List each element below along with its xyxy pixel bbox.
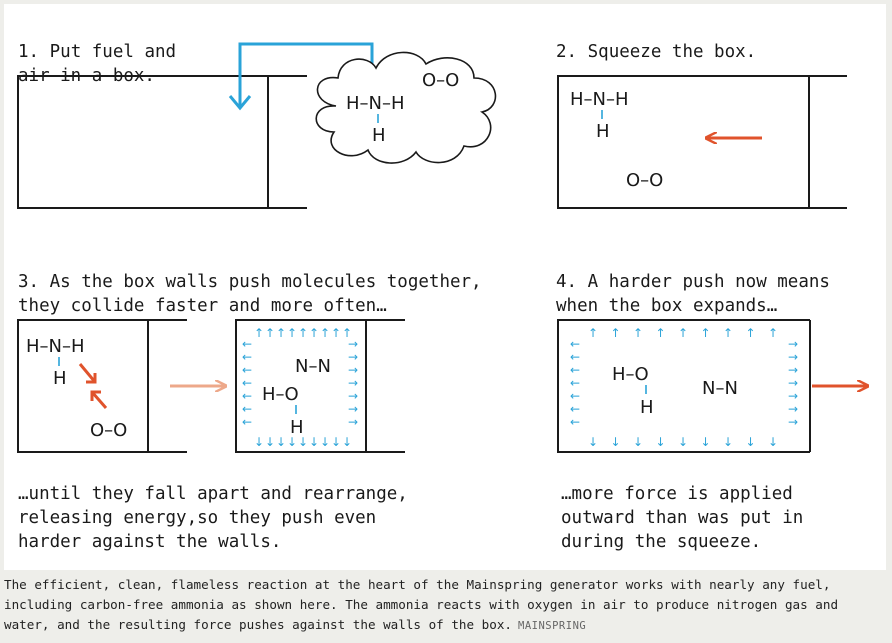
- step-2-number: 2.: [556, 42, 578, 62]
- svg-text:→: →: [348, 337, 358, 351]
- svg-text:←: ←: [570, 350, 580, 364]
- ammonia-top-label: H–N–H: [346, 93, 405, 114]
- ammonia-bottom-label: H: [53, 368, 67, 389]
- step-4-text: 4. A harder push now means when the box …: [556, 246, 830, 318]
- step-2-text: 2. Squeeze the box.: [556, 16, 756, 64]
- collision-arrow-icon: [78, 363, 97, 384]
- svg-text:←: ←: [570, 337, 580, 351]
- panel-1-box: [17, 75, 307, 209]
- force-arrows-top-icon: ↑↑↑↑↑↑↑↑↑: [254, 326, 352, 340]
- svg-text:←: ←: [242, 389, 252, 403]
- ammonia-top-label: H–N–H: [26, 336, 85, 357]
- nitrogen-molecule: N–N: [702, 378, 738, 399]
- svg-text:→: →: [788, 376, 798, 390]
- svg-text:→: →: [348, 350, 358, 364]
- oxygen-molecule: O–O: [422, 70, 459, 91]
- svg-text:→: →: [348, 376, 358, 390]
- svg-text:→: →: [348, 402, 358, 416]
- panel-2-box: [557, 75, 847, 209]
- panel-2: H–N–H H O–O: [557, 75, 847, 209]
- step-1-number: 1.: [18, 42, 40, 62]
- collision-arrow-icon: [90, 390, 108, 409]
- water-bottom-label: H: [640, 397, 654, 418]
- oxygen-molecule: O–O: [90, 420, 127, 441]
- panel-3: H–N–H H O–O ↑↑↑↑↑↑↑↑↑ ↓↓↓↓↓↓↓↓↓ ←← ←← ←←…: [17, 319, 405, 453]
- ammonia-top-label: H–N–H: [570, 89, 629, 110]
- force-arrows-bottom-icon: ↓↓↓↓↓↓↓↓↓: [588, 435, 778, 449]
- svg-text:←: ←: [242, 363, 252, 377]
- step-3-label: As the box walls push molecules together…: [18, 272, 482, 316]
- svg-text:←: ←: [242, 376, 252, 390]
- svg-text:→: →: [788, 415, 798, 429]
- svg-text:→: →: [788, 402, 798, 416]
- svg-text:→: →: [788, 363, 798, 377]
- svg-text:←: ←: [570, 402, 580, 416]
- svg-text:→: →: [348, 415, 358, 429]
- ammonia-bottom-label: H: [372, 125, 386, 146]
- svg-text:→: →: [788, 350, 798, 364]
- svg-text:→: →: [348, 363, 358, 377]
- fuel-feed-line: [238, 42, 374, 108]
- svg-text:←: ←: [242, 415, 252, 429]
- diagram-panel: 1. Put fuel and air in a box. 2. Squeeze…: [4, 4, 886, 570]
- water-top-label: H–O: [612, 364, 649, 385]
- water-molecule: H–O H: [612, 364, 654, 418]
- svg-text:←: ←: [570, 376, 580, 390]
- panel-3b-box: [235, 319, 405, 453]
- step-4-label: A harder push now means when the box exp…: [556, 272, 830, 316]
- svg-text:←: ←: [570, 363, 580, 377]
- force-arrows-right-icon: →→ →→ →→ →: [348, 337, 358, 429]
- ammonia-molecule: H–N–H H: [570, 89, 629, 142]
- fuel-feed-arrow-icon: [228, 95, 252, 111]
- step-3-text: 3. As the box walls push molecules toget…: [18, 246, 482, 318]
- water-molecule: H–O H: [262, 384, 304, 438]
- svg-text:←: ←: [242, 337, 252, 351]
- svg-text:←: ←: [570, 389, 580, 403]
- step-3-number: 3.: [18, 272, 40, 292]
- panel-3a-box: [17, 319, 187, 453]
- svg-text:→: →: [348, 389, 358, 403]
- reaction-diagram: H–N–H H O–O H–N–H H O–O H–N–H: [17, 42, 886, 453]
- step-4-result-text: …more force is applied outward than was …: [561, 484, 804, 552]
- water-bottom-label: H: [290, 417, 304, 438]
- step-2-label: Squeeze the box.: [587, 42, 757, 62]
- force-arrows-right-icon: →→ →→ →→ →: [788, 337, 798, 429]
- panel-1: H–N–H H O–O: [17, 42, 497, 209]
- panel-4: ↑↑↑↑↑↑↑↑↑ ↓↓↓↓↓↓↓↓↓ ←← ←← ←← ← →→ →→ →→ …: [557, 319, 868, 453]
- step-4-number: 4.: [556, 272, 578, 292]
- svg-text:←: ←: [570, 415, 580, 429]
- figure-caption: The efficient, clean, flameless reaction…: [4, 575, 886, 636]
- ammonia-bottom-label: H: [596, 121, 610, 142]
- panel-4-box: [557, 319, 810, 453]
- fuel-air-cloud-icon: [315, 51, 497, 164]
- ammonia-molecule: H–N–H H: [26, 336, 85, 389]
- water-top-label: H–O: [262, 384, 299, 405]
- oxygen-molecule: O–O: [626, 170, 663, 191]
- force-arrows-top-icon: ↑↑↑↑↑↑↑↑↑: [588, 326, 778, 340]
- caption-credit: MAINSPRING: [518, 620, 587, 632]
- step-3-result-text: …until they fall apart and rearrange, re…: [18, 484, 408, 552]
- ammonia-molecule: H–N–H H: [346, 93, 405, 146]
- force-arrows-left-icon: ←← ←← ←← ←: [570, 337, 580, 429]
- force-arrows-bottom-icon: ↓↓↓↓↓↓↓↓↓: [254, 435, 352, 449]
- nitrogen-molecule: N–N: [295, 356, 331, 377]
- svg-text:←: ←: [242, 402, 252, 416]
- svg-text:←: ←: [242, 350, 252, 364]
- svg-text:→: →: [788, 389, 798, 403]
- caption-text: The efficient, clean, flameless reaction…: [4, 577, 839, 632]
- force-arrows-left-icon: ←← ←← ←← ←: [242, 337, 252, 429]
- svg-text:→: →: [788, 337, 798, 351]
